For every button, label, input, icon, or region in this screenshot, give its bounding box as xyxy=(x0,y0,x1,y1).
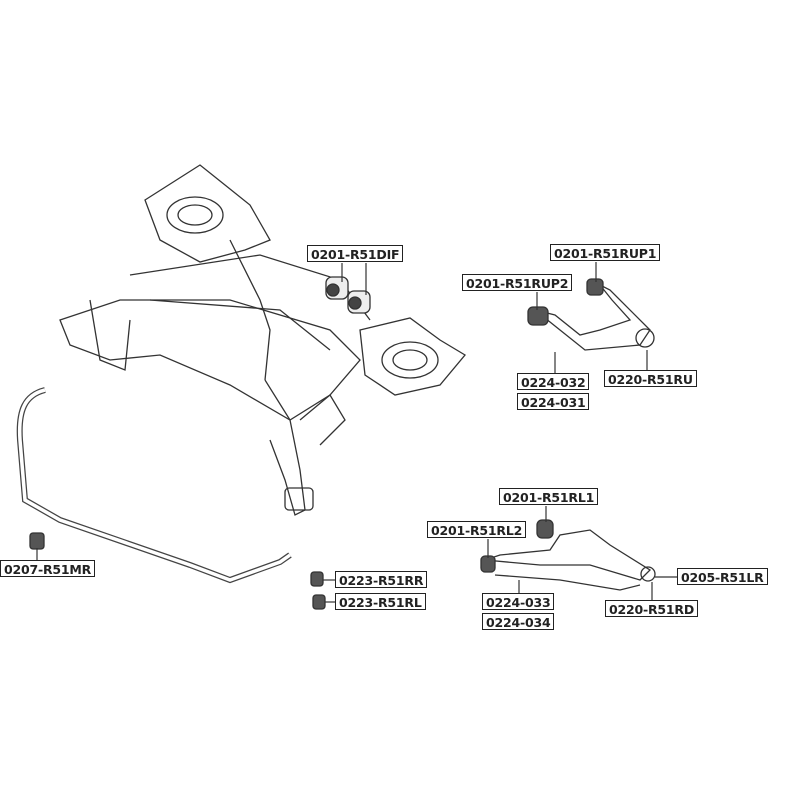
part-label-lower-arm-bushing-1: 0201-R51RL1 xyxy=(499,488,599,505)
part-label-upper-ball-joint: 0220-R51RU xyxy=(604,370,697,387)
part-label-upper-arm-left: 0224-031 xyxy=(517,393,590,410)
diff-bushings xyxy=(325,276,371,314)
part-label-upper-arm-bushing-1: 0201-R51RUP1 xyxy=(550,244,661,261)
part-label-lower-arm-bushing-2: 0201-R51RL2 xyxy=(427,521,527,538)
upper-control-arm xyxy=(527,278,655,351)
part-label-upper-arm-bushing-2: 0201-R51RUP2 xyxy=(462,274,573,291)
part-label-lower-arm-left: 0224-034 xyxy=(482,613,555,630)
leader-lines xyxy=(36,262,677,603)
part-label-upper-arm-right: 0224-032 xyxy=(517,373,590,390)
part-label-diff-bushing: 0201-R51DIF xyxy=(307,245,404,262)
rear-subframe xyxy=(59,164,466,516)
part-label-stabilizer-bushing: 0207-R51MR xyxy=(0,560,96,577)
part-label-lower-arm-bushing-3: 0205-R51LR xyxy=(677,568,768,585)
part-label-lower-arm-right: 0224-033 xyxy=(482,593,555,610)
part-label-stabilizer-link-right: 0223-R51RR xyxy=(335,571,428,588)
stabilizer-bar xyxy=(16,387,326,610)
part-label-lower-ball-joint: 0220-R51RD xyxy=(605,600,698,617)
part-label-stabilizer-link-left: 0223-R51RL xyxy=(335,593,426,610)
lower-control-arm xyxy=(480,519,656,591)
